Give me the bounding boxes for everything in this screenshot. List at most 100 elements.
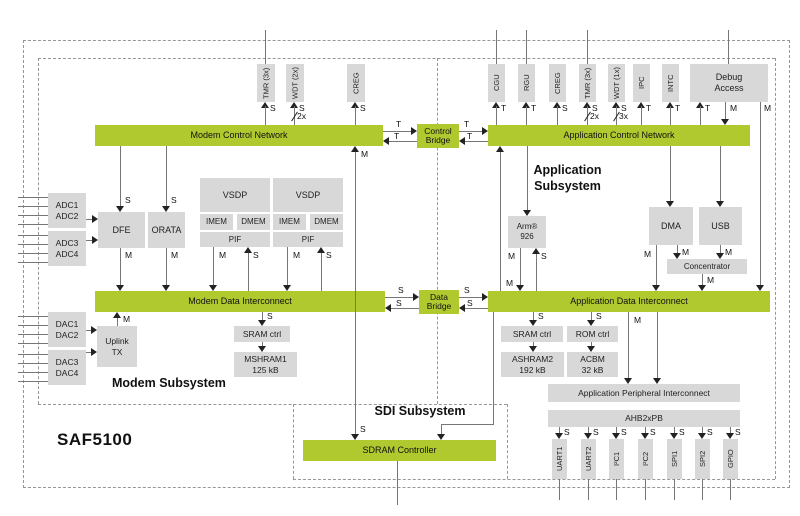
port-label: M	[171, 250, 179, 260]
port-label: S	[360, 424, 366, 434]
arrowhead	[209, 285, 217, 291]
port-label: S	[398, 285, 404, 295]
block-adc12: ADC1 ADC2	[48, 193, 86, 228]
block-rom-ctrl: ROM ctrl	[567, 326, 618, 342]
port-label: S	[270, 103, 276, 113]
arrowhead	[92, 236, 98, 244]
block-data-bridge: Data Bridge	[419, 290, 459, 314]
port-label: S	[299, 103, 305, 113]
block-ipc: IPC	[633, 64, 650, 102]
app-right-boundary	[775, 58, 776, 479]
port-label: S	[360, 103, 366, 113]
arrowhead	[317, 247, 325, 253]
port-label: T	[531, 103, 537, 113]
port-label: S	[326, 250, 332, 260]
connector	[287, 247, 288, 285]
port-label: S	[125, 195, 131, 205]
connector	[321, 253, 322, 291]
arrowhead	[351, 102, 359, 108]
connector	[86, 219, 94, 220]
block-usb: USB	[699, 207, 742, 245]
block-modem-tmr: TMR (3x)	[257, 64, 275, 102]
arrowhead	[652, 285, 660, 291]
analog-output-line	[18, 343, 48, 344]
memory-io-line	[397, 461, 398, 505]
connector	[725, 102, 726, 119]
block-dfe: DFE	[98, 212, 145, 248]
analog-input-line	[18, 206, 48, 207]
connector	[86, 240, 94, 241]
port-label: S	[679, 427, 685, 437]
analog-input-line	[18, 253, 48, 254]
connector	[86, 352, 93, 353]
arrowhead	[698, 433, 706, 439]
analog-output-line	[18, 363, 48, 364]
analog-input-line	[18, 244, 48, 245]
connector	[728, 30, 729, 64]
block-dma: DMA	[649, 207, 693, 245]
connector	[657, 312, 658, 378]
port-label: M	[707, 275, 715, 285]
port-label: S	[267, 311, 273, 321]
block-i2c2: I²C2	[638, 439, 653, 479]
arrowhead	[726, 433, 734, 439]
connector	[391, 308, 419, 309]
analog-output-line	[18, 372, 48, 373]
analog-output-line	[18, 381, 48, 382]
connector	[587, 30, 588, 64]
connector	[265, 30, 266, 64]
port-label: M	[506, 278, 514, 288]
arrowhead	[482, 293, 488, 301]
arrowhead	[91, 326, 97, 334]
port-label: S	[253, 250, 259, 260]
arrowhead	[113, 312, 121, 318]
connector	[616, 427, 617, 433]
arrowhead	[529, 320, 537, 326]
block-vsdp2-dmem: DMEM	[310, 214, 343, 230]
block-app-tmr: TMR (3x)	[579, 64, 596, 102]
connector	[120, 248, 121, 285]
block-acbm: ACBM 32 kB	[567, 352, 618, 377]
arrowhead	[716, 201, 724, 207]
connector	[656, 245, 657, 285]
block-rgu: RGU	[518, 64, 535, 102]
arrowhead	[555, 433, 563, 439]
arrowhead	[482, 127, 488, 135]
sdi-right-boundary	[507, 404, 508, 479]
arrowhead	[162, 285, 170, 291]
block-modem-creg: CREG	[347, 64, 365, 102]
connector	[670, 146, 671, 201]
io-line	[645, 479, 646, 500]
port-label: S	[464, 285, 470, 295]
connector	[628, 312, 629, 378]
app-sdi-bottom-boundary	[293, 479, 775, 480]
block-app-creg: CREG	[549, 64, 566, 102]
connector	[465, 308, 488, 309]
arrowhead	[716, 253, 724, 259]
arrowhead	[641, 433, 649, 439]
block-uplink-tx: Uplink TX	[97, 326, 137, 367]
sdi-subsystem-label: SDI Subsystem	[374, 404, 466, 418]
connector	[262, 342, 263, 346]
arrowhead	[383, 137, 389, 145]
connector	[355, 152, 356, 434]
block-sdram-controller: SDRAM Controller	[303, 440, 496, 461]
arrowhead	[721, 119, 729, 125]
port-label: T	[705, 103, 711, 113]
arrowhead	[698, 285, 706, 291]
arrowhead	[496, 146, 504, 152]
block-cgu: CGU	[488, 64, 505, 102]
port-label: S	[621, 103, 627, 113]
block-vsdp2-imem: IMEM	[273, 214, 306, 230]
arrowhead	[553, 102, 561, 108]
io-line	[702, 479, 703, 500]
block-control-bridge: Control Bridge	[417, 124, 459, 148]
arrowhead	[116, 206, 124, 212]
arrowhead	[91, 348, 97, 356]
arrowhead	[624, 378, 632, 384]
connector	[493, 312, 494, 424]
analog-output-line	[18, 334, 48, 335]
analog-output-line	[18, 316, 48, 317]
connector	[702, 274, 703, 285]
